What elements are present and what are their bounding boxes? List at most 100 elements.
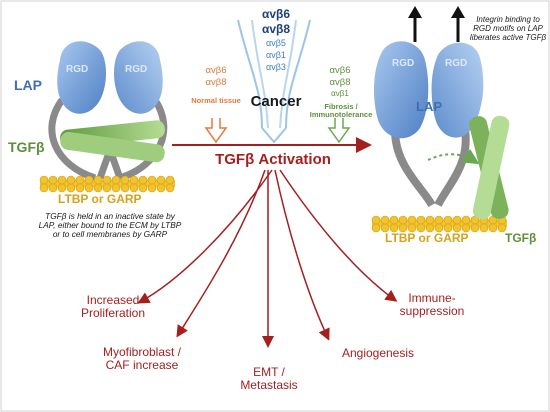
ltbp-membrane-left [39,175,175,193]
membrane-bead [407,223,417,233]
membrane-bead [479,223,489,233]
normal-tissue-label: Normal tissue [191,96,241,105]
membrane-bead [156,175,166,185]
ltbp-garp-label-right: LTBP or GARP [385,231,469,245]
membrane-bead [111,175,121,185]
integrin-pull-arrowhead-right [451,6,465,18]
tgfb-label-left: TGFβ [8,139,45,155]
arrow-to-angiogenesis [274,169,330,341]
latent-caption: TGFβ is held in an inactive state by LAP… [38,211,182,240]
membrane-bead [371,215,381,225]
outcome-immune-suppression: Immune-suppression [399,291,465,319]
membrane-bead [57,175,67,185]
membrane-bead [120,175,130,185]
open-linker-right [434,129,470,207]
arrow-to-myofibroblast [176,169,266,338]
latent-complex-illustration [39,41,175,193]
lap-linker-left [48,97,97,182]
cancer-integrin-minor-2: αvβ1 [266,50,286,60]
outcome-proliferation: Increased Proliferation [80,293,146,321]
cancer-arrow-line-2 [285,19,311,129]
rgd-label-right-2: RGD [445,58,468,69]
integrin-arrows [204,19,351,144]
lap-label-right: LAP [416,99,442,114]
released-tgfb-monomer-2 [472,115,510,220]
active-complex-illustration [371,6,510,233]
membrane-bead [398,223,408,233]
cancer-arrow-line-4 [279,19,297,129]
integrin-binding-note: Integrin binding to RGD motifs on LAP li… [469,15,547,42]
outcome-arrows [137,169,398,348]
membrane-bead [443,215,453,225]
membrane-bead [84,183,94,193]
open-linker-left [391,129,436,208]
cancer-arrow-head [261,127,287,144]
fibrosis-integrin-1: αvβ6 [329,65,351,76]
tgfb-label-right: TGFβ [505,231,537,245]
membrane-bead [389,215,399,225]
membrane-bead [129,175,139,185]
membrane-bead [57,183,67,193]
membrane-bead [75,183,85,193]
membrane-bead [93,183,103,193]
membrane-bead [165,175,175,185]
membrane-bead [147,183,157,193]
membrane-bead [111,183,121,193]
normal-tissue-arrow [204,118,228,144]
integrin-pull-arrowhead-left [408,6,422,18]
rgd-label-left-1: RGD [66,64,89,75]
membrane-bead [48,183,58,193]
lap-lobe-right [114,41,163,114]
membrane-bead [102,175,112,185]
membrane-bead [452,215,462,225]
membrane-bead [138,183,148,193]
membrane-bead [434,215,444,225]
membrane-bead [461,223,471,233]
membrane-bead [389,223,399,233]
ltbp-membrane-right [371,215,507,233]
rgd-label-right-1: RGD [392,58,415,69]
cancer-integrin-2: αvβ8 [261,22,291,36]
cancer-arrow-line-1 [237,19,263,129]
membrane-bead [120,183,130,193]
membrane-bead [416,215,426,225]
tgfb-activation-label: TGFβ Activation [215,151,331,168]
normal-integrin-1: αvβ6 [205,65,227,76]
membrane-bead [470,223,480,233]
membrane-bead [75,175,85,185]
fibrosis-integrin-2: αvβ8 [329,77,351,88]
cancer-arrow-line-3 [251,19,269,129]
fibrosis-integrin-3: αvβ1 [331,89,349,98]
membrane-bead [443,223,453,233]
outcome-angiogenesis: Angiogenesis [341,346,415,360]
membrane-bead [452,223,462,233]
outcome-emt: EMT / Metastasis [240,365,298,393]
fibrosis-label: Fibrosis / Immunotolerance [309,102,373,120]
outcome-myofibroblast: Myofibroblast / CAF increase [102,345,182,373]
membrane-bead [165,183,175,193]
membrane-bead [138,175,148,185]
membrane-bead [497,223,507,233]
cancer-integrin-1: αvβ6 [261,7,291,21]
tgfb-monomer-2 [60,131,165,163]
membrane-bead [434,223,444,233]
membrane-bead [84,175,94,185]
membrane-bead [398,215,408,225]
membrane-bead [407,215,417,225]
membrane-bead [147,175,157,185]
fibrosis-arrow [327,118,351,144]
lap-lobe-left [57,41,106,114]
membrane-bead [39,183,49,193]
rgd-label-left-2: RGD [125,64,148,75]
membrane-bead [66,183,76,193]
ltbp-garp-label-left: LTBP or GARP [58,192,142,206]
membrane-bead [39,175,49,185]
membrane-bead [371,223,381,233]
membrane-bead [66,175,76,185]
cancer-integrin-minor-1: αvβ5 [266,38,286,48]
membrane-bead [156,183,166,193]
open-lap-lobe-right [431,42,484,138]
